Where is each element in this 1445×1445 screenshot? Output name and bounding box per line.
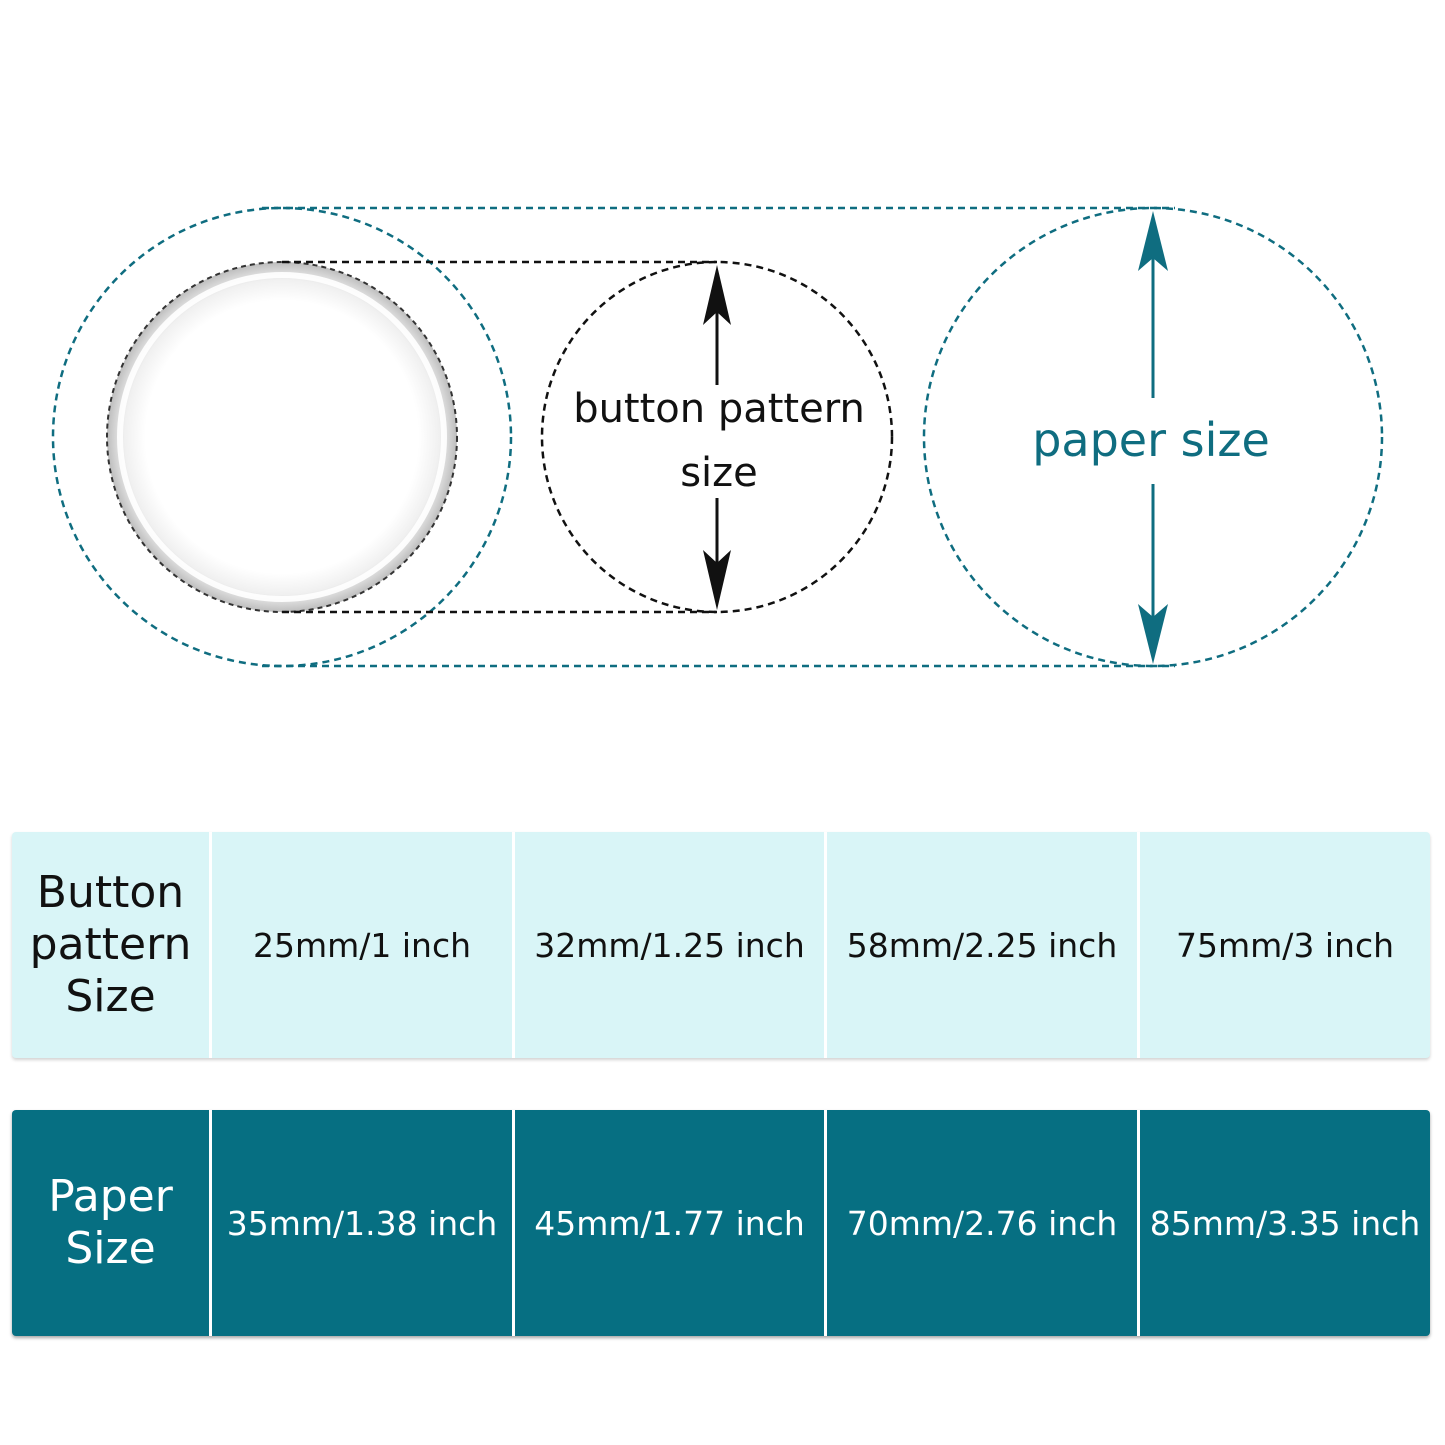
paper-circle-right [922, 206, 1384, 668]
button-gloss-highlight [117, 272, 447, 602]
button-size-cell-3: 58mm/2.25 inch [824, 832, 1137, 1058]
button-glossy-circle [107, 262, 457, 612]
paper-size-cell-1: 35mm/1.38 inch [209, 1110, 512, 1336]
button-pattern-size-header: Button pattern Size [12, 832, 209, 1058]
paper-circle-left [51, 206, 513, 668]
button-circle-right [540, 260, 894, 614]
button-pattern-label-line2: size [680, 450, 758, 496]
paper-size-cell-2: 45mm/1.77 inch [512, 1110, 824, 1336]
button-pattern-size-header-text: Button pattern Size [29, 867, 192, 1022]
arrow-up-head-teal [1138, 211, 1168, 271]
arrow-down-head-teal [1138, 604, 1168, 664]
paper-size-header: Paper Size [12, 1110, 209, 1336]
button-pattern-size-row: Button pattern Size 25mm/1 inch 32mm/1.2… [12, 832, 1430, 1058]
paper-size-outline [51, 206, 1384, 668]
arrow-up-head-dark [703, 265, 731, 325]
paper-size-arrow [1138, 211, 1168, 664]
size-diagram: button pattern size paper size [51, 206, 1384, 668]
paper-size-cell-4: 85mm/3.35 inch [1137, 1110, 1430, 1336]
button-pattern-outline [106, 260, 894, 614]
button-size-cell-2: 32mm/1.25 inch [512, 832, 824, 1058]
button-size-cell-1: 25mm/1 inch [209, 832, 512, 1058]
button-size-arrow [703, 265, 731, 610]
paper-size-label: paper size [1032, 413, 1270, 467]
button-pattern-label-line1: button pattern [573, 386, 865, 432]
paper-size-header-text: Paper Size [48, 1171, 173, 1274]
paper-size-row: Paper Size 35mm/1.38 inch 45mm/1.77 inch… [12, 1110, 1430, 1336]
button-size-cell-4: 75mm/3 inch [1137, 832, 1430, 1058]
paper-size-cell-3: 70mm/2.76 inch [824, 1110, 1137, 1336]
arrow-down-head-dark [703, 550, 731, 610]
